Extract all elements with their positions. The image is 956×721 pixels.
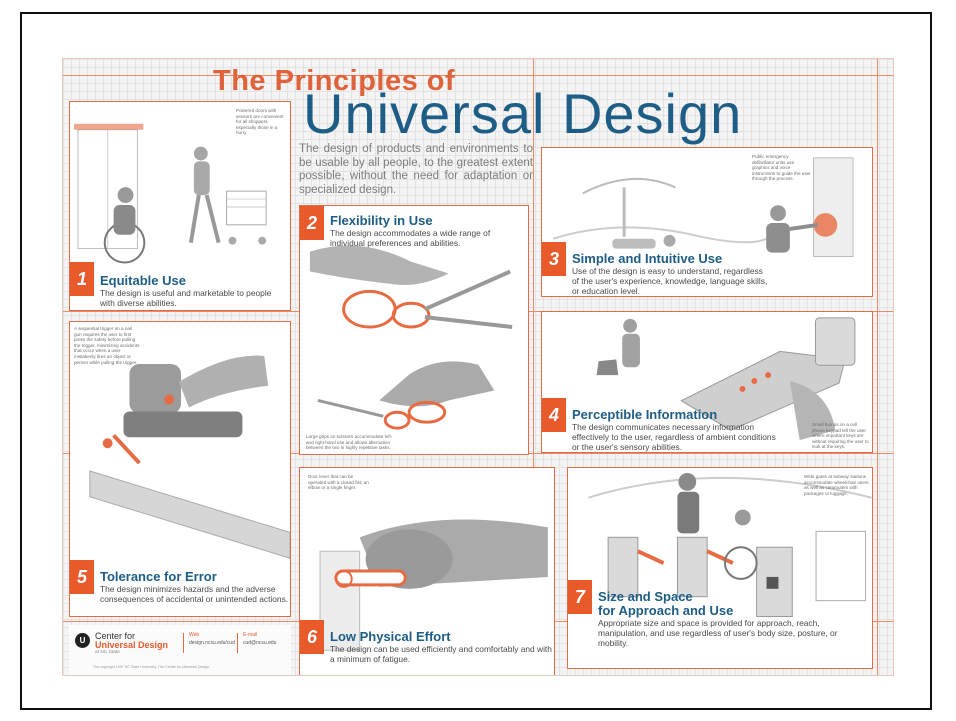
principle-note: A sequential trigger on a nail gun requi… xyxy=(74,326,140,365)
guide-line xyxy=(63,75,893,76)
principle-title: Perceptible Information xyxy=(572,407,718,422)
footer-disclaimer: The copyright 1997 NC State University, … xyxy=(93,665,211,669)
principle-panel-6: Door lever that can be operated with a c… xyxy=(299,467,555,675)
principle-title: Simple and Intuitive Use xyxy=(572,251,723,266)
web-link[interactable]: design.ncsu.edu/cud xyxy=(189,640,235,646)
principle-panel-5: A sequential trigger on a nail gun requi… xyxy=(69,321,291,617)
nailgun-illustration xyxy=(89,355,290,559)
guide-line xyxy=(877,59,878,675)
principle-panel-1: Powered doors with sensors are convenien… xyxy=(69,101,291,311)
cellphone-illustration xyxy=(596,317,856,441)
principle-note: Small bumps on a cell phone keypad tell … xyxy=(812,422,869,450)
footer-divider xyxy=(183,633,184,653)
principle-number-badge: 2 xyxy=(300,206,324,240)
poster-title: Universal Design xyxy=(303,82,743,145)
principle-number-badge: 3 xyxy=(542,242,566,276)
principle-description: The design minimizes hazards and the adv… xyxy=(100,584,289,604)
cud-logo-icon: U xyxy=(75,633,90,648)
principle-panel-3: Public emergency defibrillator units use… xyxy=(541,147,873,297)
principle-title: Equitable Use xyxy=(100,273,186,288)
principle-title: Size and Space for Approach and Use xyxy=(598,589,734,618)
door-lever-illustration xyxy=(319,519,548,651)
principle-panel-7: Wide gates at subway stations accommodat… xyxy=(567,467,873,669)
subway-gate-illustration xyxy=(588,472,872,618)
org-name-line2: Universal Design xyxy=(95,640,169,650)
principle-note: Powered doors with sensors are convenien… xyxy=(236,108,284,136)
poster-subtitle: The Principles of xyxy=(213,65,456,97)
principle-note: Public emergency defibrillator units use… xyxy=(752,154,811,182)
principle-description: The design communicates necessary inform… xyxy=(572,422,776,452)
principle-number-badge: 1 xyxy=(70,262,94,296)
principle-title: Flexibility in Use xyxy=(330,213,433,228)
poster: The Principles of Universal Design The d… xyxy=(62,58,894,676)
principle-panel-4: Small bumps on a cell phone keypad tell … xyxy=(541,311,873,453)
principle-description: The design is useful and marketable to p… xyxy=(100,288,272,308)
principle-number-badge: 4 xyxy=(542,398,566,432)
principle-number-badge: 5 xyxy=(70,560,94,594)
principle-note: Large grips on scissors accommodate left… xyxy=(306,434,393,451)
scissors-illustration xyxy=(309,245,513,430)
email-link[interactable]: cud@ncsu.edu xyxy=(243,640,277,646)
org-name-line3: at NC State xyxy=(95,650,120,655)
footer-divider xyxy=(237,633,238,653)
principle-number-badge: 6 xyxy=(300,620,324,654)
shoppers-illustration xyxy=(74,123,267,264)
principle-description: The design can be used efficiently and c… xyxy=(330,644,552,664)
principle-note: Door lever that can be operated with a c… xyxy=(308,474,369,491)
footer: U Center for Universal Design at NC Stat… xyxy=(69,625,291,675)
web-label: Web xyxy=(189,632,200,638)
guide-line xyxy=(533,59,534,675)
principle-title: Low Physical Effort xyxy=(330,629,451,644)
poster-intro: The design of products and environments … xyxy=(299,143,533,196)
defibrillator-illustration xyxy=(552,157,854,258)
org-name-line1: Center for xyxy=(95,631,136,641)
principle-title: Tolerance for Error xyxy=(100,569,217,584)
principle-note: Wide gates at subway stations accommodat… xyxy=(804,474,869,496)
principle-panel-2: 2 Flexibility in Use The design accommod… xyxy=(299,205,529,455)
principle-number-badge: 7 xyxy=(568,580,592,614)
principle-description: Appropriate size and space is provided f… xyxy=(598,618,838,648)
email-label: E-mail xyxy=(243,632,258,638)
principle-description: Use of the design is easy to understand,… xyxy=(572,266,768,296)
principle-description: The design accommodates a wide range of … xyxy=(330,228,491,248)
